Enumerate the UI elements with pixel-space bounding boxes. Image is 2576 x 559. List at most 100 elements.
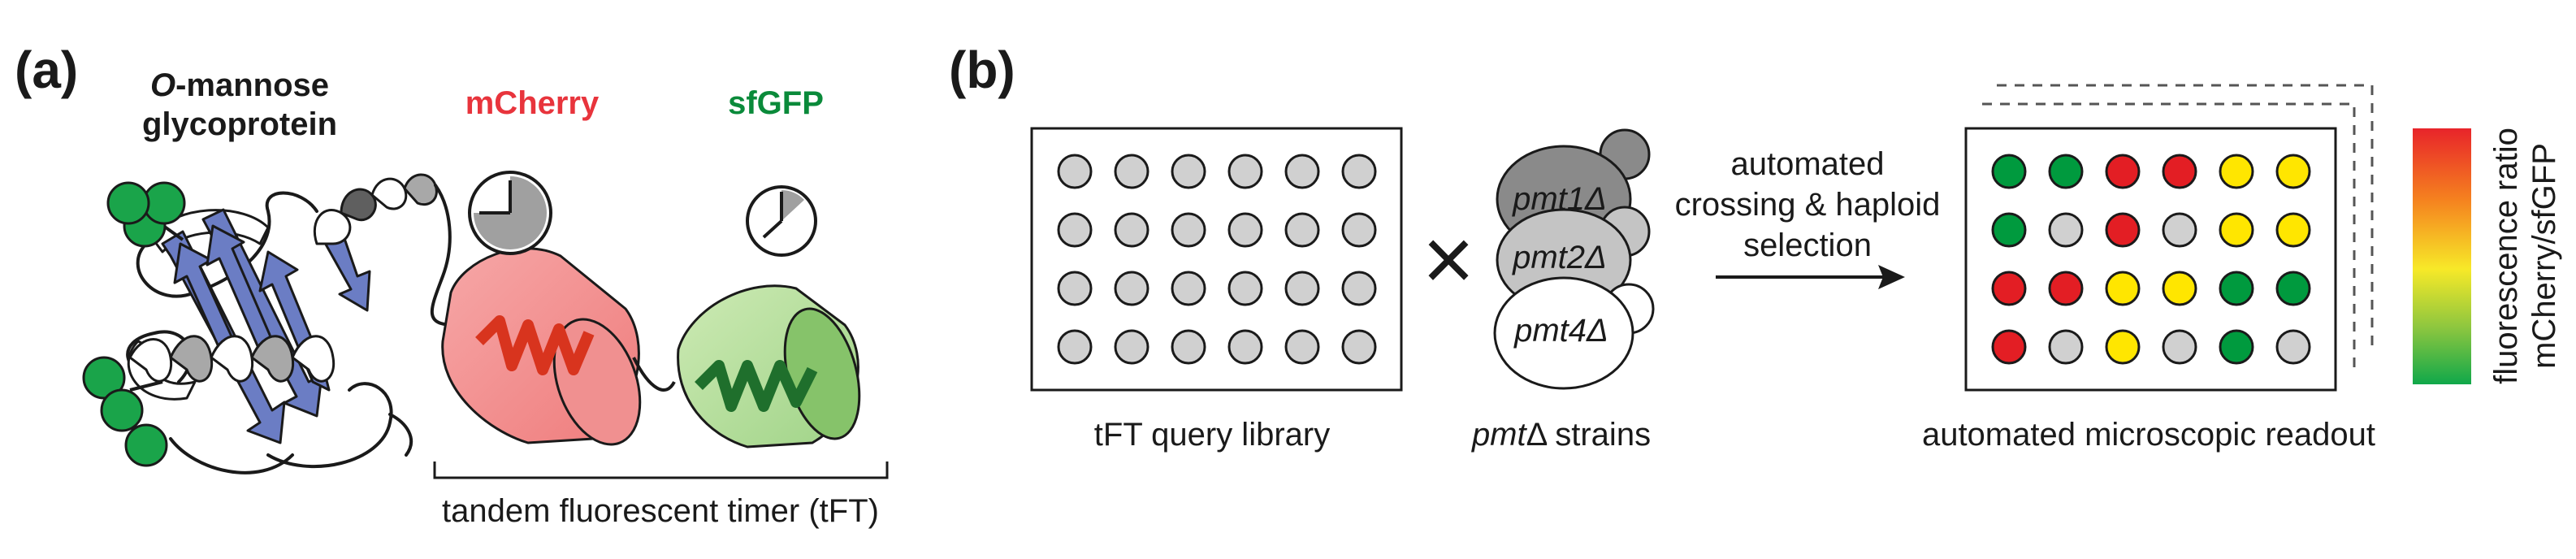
yeast-strains: [1493, 128, 1655, 390]
readout-plate: [1964, 127, 2337, 392]
glycoprotein-title-line1: O-mannose: [150, 67, 329, 103]
helix-upper: [313, 173, 438, 245]
sugar-bottom-3: [124, 423, 168, 467]
mcherry-clock-icon: [468, 171, 552, 255]
readout-well-r1-c2: [2048, 154, 2084, 189]
stack-plate-back-2: [1997, 84, 2374, 349]
readout-well-r3-c2: [2048, 271, 2084, 306]
glycoprotein-structure: [126, 173, 457, 474]
glycoprotein-title-line2: glycoprotein: [142, 106, 337, 142]
library-well-r4-c6: [1341, 329, 1377, 365]
library-well-r3-c4: [1227, 271, 1263, 306]
tft-caption: tandem fluorescent timer (tFT): [442, 493, 879, 529]
mcherry-helix: [475, 315, 595, 375]
mcherry-label: mCherry: [465, 85, 600, 121]
readout-well-r4-c4: [2162, 329, 2197, 365]
library-well-r4-c1: [1057, 329, 1093, 365]
sfgfp-label: sfGFP: [728, 85, 824, 121]
readout-well-r3-c5: [2219, 271, 2254, 306]
library-well-r1-c1: [1057, 154, 1093, 189]
mcherry-barrel: [441, 247, 642, 446]
library-well-r3-c1: [1057, 271, 1093, 306]
strain-pmt4-label: pmt4Δ: [1513, 313, 1608, 349]
library-well-r3-c5: [1284, 271, 1320, 306]
readout-well-r2-c1: [1991, 212, 2027, 248]
readout-well-r4-c1: [1991, 329, 2027, 365]
readout-well-r3-c1: [1991, 271, 2027, 306]
legend-line2: mCherry/sfGFP: [2526, 143, 2562, 369]
sfgfp-helix: [695, 360, 818, 412]
strains-caption-rest: Δ strains: [1526, 417, 1651, 453]
readout-well-r2-c6: [2275, 212, 2311, 248]
library-well-r4-c5: [1284, 329, 1320, 365]
library-well-r1-c2: [1114, 154, 1149, 189]
library-caption: tFT query library: [1094, 417, 1330, 453]
library-well-r2-c3: [1171, 212, 1206, 248]
strain-pmt2-label: pmt2Δ: [1512, 240, 1607, 275]
sugar-top-3: [106, 181, 150, 225]
readout-well-r3-c6: [2275, 271, 2311, 306]
glycoprotein-o-italic: O: [150, 67, 175, 103]
readout-well-r1-c6: [2275, 154, 2311, 189]
readout-well-r4-c5: [2219, 329, 2254, 365]
query-library-wells: [1057, 154, 1377, 365]
library-well-r3-c3: [1171, 271, 1206, 306]
library-well-r2-c5: [1284, 212, 1320, 248]
library-well-r1-c4: [1227, 154, 1263, 189]
arrow-label-line3: selection: [1743, 228, 1872, 263]
readout-well-r2-c5: [2219, 212, 2254, 248]
readout-well-r2-c2: [2048, 212, 2084, 248]
library-well-r1-c6: [1341, 154, 1377, 189]
library-well-r2-c2: [1114, 212, 1149, 248]
readout-well-r1-c5: [2219, 154, 2254, 189]
readout-well-r4-c2: [2048, 329, 2084, 365]
strains-caption: pmtΔ strains: [1471, 417, 1651, 453]
readout-well-r1-c3: [2105, 154, 2141, 189]
helix-lower: [128, 335, 336, 383]
readout-well-r2-c3: [2105, 212, 2141, 248]
arrow-label-line1: automated: [1730, 146, 1884, 182]
linker-mcherry-sfgfp: [632, 357, 676, 392]
readout-well-r1-c4: [2162, 154, 2197, 189]
sugar-bottom-2: [100, 388, 144, 432]
tft-bracket: [433, 462, 889, 479]
readout-well-r3-c3: [2105, 271, 2141, 306]
sugar-bottom-1: [82, 356, 126, 400]
panel-a-label: (a): [15, 41, 78, 99]
strain-pmt1-label: pmt1Δ: [1512, 181, 1607, 217]
arrow-label-line2: crossing & haploid: [1675, 187, 1941, 223]
sfgfp-barrel: [677, 284, 861, 448]
glycoprotein-mannose: -mannose: [175, 67, 329, 103]
linker-protein-mcherry: [430, 184, 457, 327]
library-well-r2-c4: [1227, 212, 1263, 248]
sfgfp-clock-icon: [746, 185, 817, 257]
process-arrow: [1716, 265, 1905, 289]
readout-caption: automated microscopic readout: [1922, 417, 2375, 453]
readout-wells: [1991, 154, 2311, 365]
cross-symbol: ×: [1422, 210, 1474, 310]
query-library-plate: [1030, 127, 1403, 392]
panel-a: (a) O-mannose glycoprotein mCherry sfGFP: [15, 41, 889, 529]
library-well-r3-c2: [1114, 271, 1149, 306]
strains-caption-italic: pmt: [1471, 417, 1528, 453]
mannose-residues: [82, 181, 186, 467]
library-well-r1-c5: [1284, 154, 1320, 189]
library-well-r2-c6: [1341, 212, 1377, 248]
readout-well-r2-c4: [2162, 212, 2197, 248]
readout-well-r3-c4: [2162, 271, 2197, 306]
ratio-color-scale: [2413, 128, 2471, 384]
library-well-r4-c3: [1171, 329, 1206, 365]
readout-well-r1-c1: [1991, 154, 2027, 189]
legend-line1: fluorescence ratio: [2488, 128, 2524, 384]
readout-well-r4-c3: [2105, 329, 2141, 365]
readout-well-r4-c6: [2275, 329, 2311, 365]
library-well-r3-c6: [1341, 271, 1377, 306]
library-well-r4-c4: [1227, 329, 1263, 365]
sugar-link-bottom: [129, 380, 163, 392]
yeast-cell-pmt4: [1493, 276, 1634, 390]
library-well-r1-c3: [1171, 154, 1206, 189]
library-well-r4-c2: [1114, 329, 1149, 365]
beta-strand-4: [206, 224, 278, 359]
